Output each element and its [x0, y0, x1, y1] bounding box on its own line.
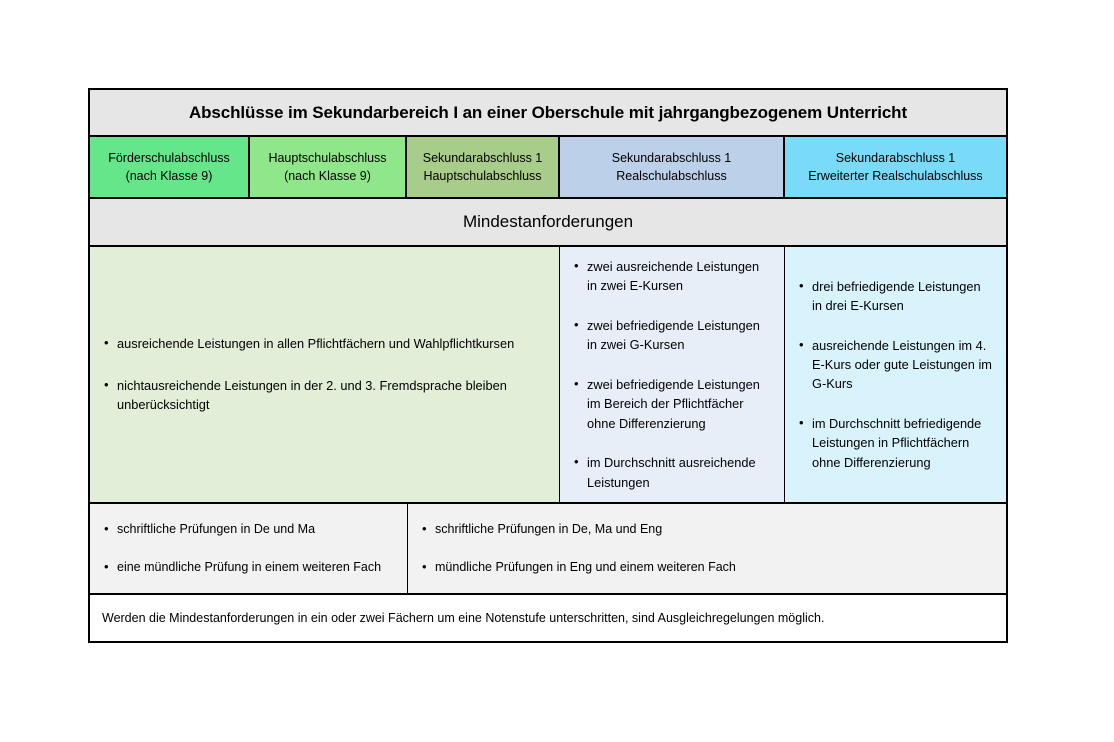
qualifications-table: Abschlüsse im Sekundarbereich I an einer… [88, 88, 1008, 643]
requirements-list-basic: ausreichende Leistungen in allen Pflicht… [104, 333, 545, 415]
qualification-label-line1: Sekundarabschluss 1 [835, 150, 956, 165]
qualification-label-line1: Förderschulabschluss [108, 150, 230, 165]
qualification-cell-hauptschulabschluss: Hauptschulabschluss (nach Klasse 9) [250, 137, 407, 197]
list-item: im Durchschnitt befriedigende Leistungen… [799, 413, 992, 472]
qualification-label-line1: Sekundarabschluss 1 [611, 150, 732, 165]
list-item: drei befriedigende Leistungen in drei E-… [799, 276, 992, 316]
qualification-cell-sek1-erweiterter-realschulabschluss: Sekundarabschluss 1 Erweiterter Realschu… [785, 137, 1006, 197]
requirements-cell-erweiterter-realschulabschluss: drei befriedigende Leistungen in drei E-… [785, 247, 1006, 502]
qualification-label-line2: (nach Klasse 9) [125, 169, 213, 183]
qualification-label-line2: (nach Klasse 9) [284, 169, 371, 183]
list-item: mündliche Prüfungen in Eng und einem wei… [422, 557, 992, 577]
list-item: ausreichende Leistungen im 4. E-Kurs ode… [799, 335, 992, 394]
minimum-requirements-label: Mindestanforderungen [462, 212, 634, 231]
footnote-text: Werden die Mindestanforderungen in ein o… [102, 610, 825, 625]
table-title-row: Abschlüsse im Sekundarbereich I an einer… [90, 90, 1006, 137]
minimum-requirements-header-row: Mindestanforderungen [90, 199, 1006, 247]
qualification-label-line2: Erweiterter Realschulabschluss [808, 169, 983, 183]
list-item: zwei befriedigende Leistungen in zwei G-… [574, 315, 770, 355]
list-item: eine mündliche Prüfung in einem weiteren… [104, 557, 393, 577]
list-item: nichtausreichende Leistungen in der 2. u… [104, 375, 545, 415]
examinations-cell-left: schriftliche Prüfungen in De und Ma eine… [90, 503, 408, 593]
list-item: ausreichende Leistungen in allen Pflicht… [104, 333, 545, 353]
requirements-content-row: ausreichende Leistungen in allen Pflicht… [90, 247, 1006, 504]
list-item: schriftliche Prüfungen in De und Ma [104, 519, 393, 539]
list-item: zwei ausreichende Leistungen in zwei E-K… [574, 256, 770, 296]
examinations-list-right: schriftliche Prüfungen in De, Ma und Eng… [422, 519, 992, 577]
qualification-label-line1: Sekundarabschluss 1 [422, 150, 543, 165]
requirements-cell-basic: ausreichende Leistungen in allen Pflicht… [90, 247, 560, 502]
examinations-cell-right: schriftliche Prüfungen in De, Ma und Eng… [408, 504, 1006, 593]
qualification-cell-sek1-hauptschulabschluss: Sekundarabschluss 1 Hauptschulabschluss [407, 137, 560, 197]
qualification-cell-sek1-realschulabschluss: Sekundarabschluss 1 Realschulabschluss [560, 137, 785, 197]
list-item: im Durchschnitt ausreichende Leistungen [574, 452, 770, 492]
list-item: zwei befriedigende Leistungen im Bereich… [574, 374, 770, 433]
requirements-list-erweiterter-realschulabschluss: drei befriedigende Leistungen in drei E-… [799, 276, 992, 473]
requirements-cell-realschulabschluss: zwei ausreichende Leistungen in zwei E-K… [560, 247, 785, 502]
examinations-row: schriftliche Prüfungen in De und Ma eine… [90, 503, 1006, 595]
qualification-cell-foerderschulabschluss: Förderschulabschluss (nach Klasse 9) [90, 137, 250, 197]
requirements-list-realschulabschluss: zwei ausreichende Leistungen in zwei E-K… [574, 256, 770, 492]
examinations-list-left: schriftliche Prüfungen in De und Ma eine… [104, 519, 393, 577]
qualification-label-line2: Hauptschulabschluss [423, 169, 542, 183]
qualification-header-row: Förderschulabschluss (nach Klasse 9) Hau… [90, 137, 1006, 199]
footnote-row: Werden die Mindestanforderungen in ein o… [90, 594, 1006, 641]
list-item: schriftliche Prüfungen in De, Ma und Eng [422, 519, 992, 539]
qualification-label-line1: Hauptschulabschluss [268, 150, 387, 165]
qualification-label-line2: Realschulabschluss [616, 169, 727, 183]
page-title: Abschlüsse im Sekundarbereich I an einer… [188, 102, 908, 122]
